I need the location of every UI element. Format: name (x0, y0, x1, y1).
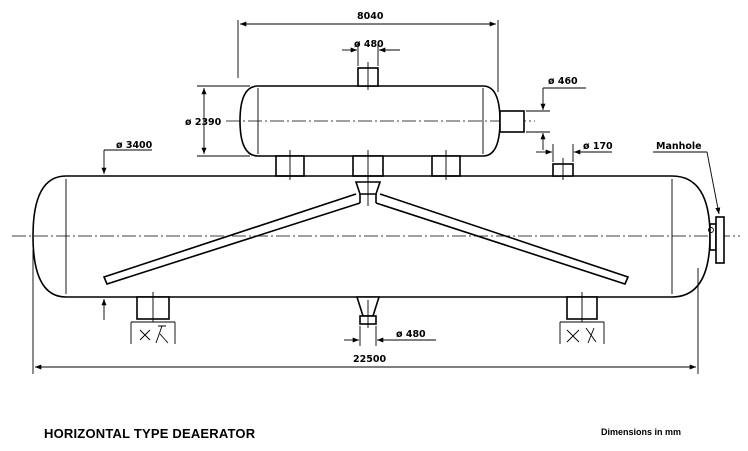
dim-bottom-outlet-label: ø 480 (396, 329, 426, 340)
manhole-leader (653, 151, 721, 215)
dim-top-nozzle-label: ø 480 (354, 39, 384, 50)
bottom-outlet (355, 296, 381, 328)
dim-small-nozzle-label: ø 170 (583, 141, 613, 152)
dim-side-nozzle (526, 87, 586, 150)
drawing-title: HORIZONTAL TYPE DEAERATOR (44, 426, 256, 441)
manhole-label: Manhole (656, 141, 702, 152)
dim-bottom-outlet (344, 326, 436, 346)
units-note: Dimensions in mm (601, 427, 682, 437)
dim-side-nozzle-label: ø 460 (548, 76, 578, 87)
dim-top-length (237, 20, 499, 92)
internal-distribution (102, 176, 630, 285)
dim-total-length-label: 22500 (353, 354, 386, 365)
upper-top-nozzle (357, 62, 379, 90)
dim-top-nozzle (342, 42, 400, 66)
manhole-flange (708, 216, 725, 264)
main-vessel (12, 175, 740, 298)
dim-top-length-label: 8040 (357, 11, 384, 22)
right-support (559, 292, 605, 344)
dim-upper-vessel-dia (197, 85, 250, 157)
dim-small-nozzle (536, 144, 612, 162)
dim-upper-vessel-dia-label: ø 2390 (185, 117, 222, 128)
upper-vessel (226, 85, 535, 157)
small-nozzle (552, 158, 574, 180)
left-support (130, 292, 176, 344)
upper-side-nozzle (499, 110, 525, 133)
dim-total-length (32, 250, 699, 374)
dim-main-vessel-dia (101, 149, 152, 320)
dim-main-vessel-dia-label: ø 3400 (116, 140, 153, 151)
